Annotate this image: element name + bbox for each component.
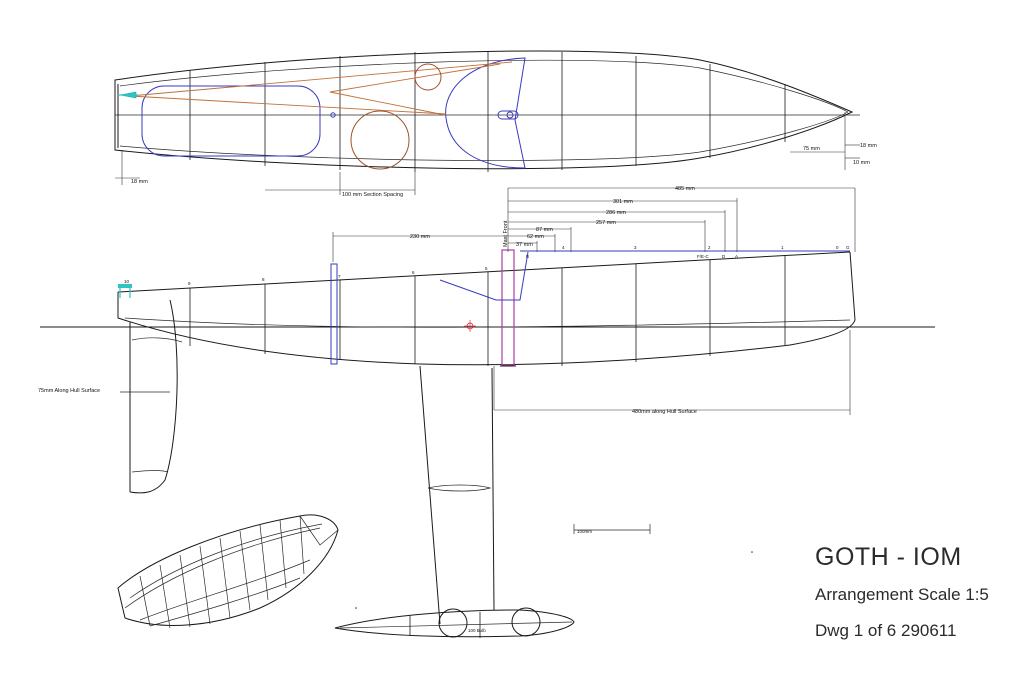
plan-view: 100 mm Section Spacing 18 mm 75 mm 18 mm… (114, 50, 877, 198)
scale-bar-label: 100mm (577, 529, 592, 534)
main-hatch (445, 57, 526, 169)
hatch-circle-large (350, 110, 410, 170)
drawing-title: GOTH - IOM (815, 543, 962, 571)
deck-point-b: B (526, 254, 529, 259)
bow-dims: 75 mm 18 mm 10 mm (790, 112, 877, 170)
hull-3d-wireframe (117, 514, 339, 629)
rudder-fitting-icon (118, 91, 138, 99)
mast-box (498, 249, 518, 367)
scale-bar: 100mm (573, 524, 651, 534)
rudder-dim-label: 75mm Along Hull Surface (38, 388, 100, 394)
profile-view: 10 9 8 7 6 5 (38, 186, 935, 638)
fin-dim-label: 480mm along Hull Surface (632, 409, 697, 415)
section-spacing-dim: 100 mm Section Spacing (265, 172, 416, 198)
drawing-subtitle: Arrangement Scale 1:5 (815, 585, 989, 604)
bow-dim-10: 10 mm (853, 160, 870, 166)
svg-text:7: 7 (338, 274, 341, 279)
svg-text:5: 5 (485, 266, 488, 271)
bow-dim-18: 18 mm (860, 143, 877, 149)
dim-301-label: 301 mm (613, 199, 633, 205)
width-dim: 18 mm (115, 150, 148, 185)
svg-text:3: 3 (634, 245, 637, 250)
mast-tube (330, 263, 338, 365)
svg-text:6: 6 (412, 270, 415, 275)
fin-keel: 480mm along Hull Surface (419, 330, 851, 625)
svg-text:9: 9 (188, 281, 191, 286)
dim-257-label: 257 mm (596, 220, 616, 226)
plan-hull-outline (114, 50, 854, 170)
forward-hatch (141, 85, 321, 157)
svg-text:10: 10 (124, 279, 130, 284)
dim-37-label: 37 mm (516, 242, 533, 248)
deck-point-d: D (722, 254, 726, 259)
profile-hull-outline (117, 251, 856, 366)
keel-bulb: 100 Bulb (334, 607, 575, 638)
rudder: 75mm Along Hull Surface (38, 299, 183, 494)
fin-slot (497, 110, 519, 120)
mast-front-label: Mast Front (503, 220, 509, 247)
svg-text:4: 4 (562, 245, 565, 250)
dim-230-label: 230 mm (410, 234, 430, 240)
deck-point-a: A (735, 254, 738, 259)
section-spacing-label: 100 mm Section Spacing (342, 192, 403, 198)
bulb-label: 100 Bulb (468, 628, 486, 633)
svg-text:8: 8 (262, 277, 265, 282)
width-label: 18 mm (131, 179, 148, 185)
dim-286-label: 286 mm (606, 210, 626, 216)
dim-485-label: 485 mm (675, 186, 695, 192)
svg-text:0: 0 (836, 245, 839, 250)
drawing-reference: Dwg 1 of 6 290611 (815, 621, 957, 640)
svg-text:1: 1 (781, 245, 784, 250)
stern-fitting-icon (118, 284, 132, 298)
dim-87-label: 87 mm (536, 227, 553, 233)
deck-point-g: G (846, 245, 850, 250)
mast-dims: 230 mm 485 mm 301 mm 286 mm 257 mm 87 mm… (332, 186, 856, 262)
profile-stations (189, 256, 786, 366)
hatch-circle-small (414, 63, 442, 91)
dim-62-label: 62 mm (527, 234, 544, 240)
ce-marker-icon (464, 320, 476, 332)
svg-text:F/E-C: F/E-C (697, 254, 709, 259)
bow-dim-75: 75 mm (803, 146, 820, 152)
svg-text:2: 2 (708, 245, 711, 250)
